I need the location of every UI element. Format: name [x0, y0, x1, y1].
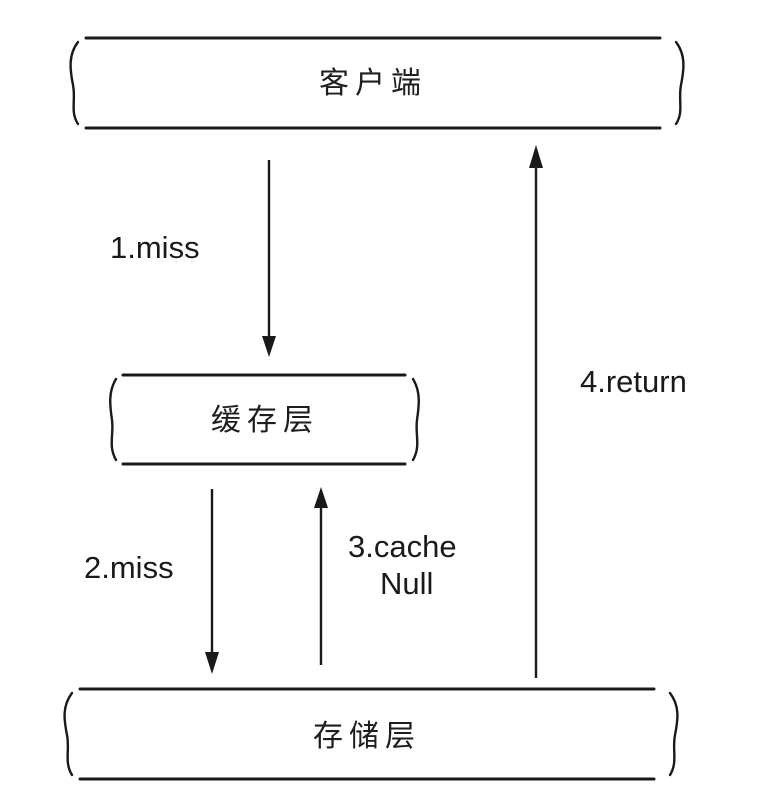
cache-layer-label: 缓存层 [211, 403, 319, 438]
client-layer-box: 客户端 [69, 36, 685, 130]
cache-layer-box: 缓存层 [109, 373, 420, 466]
storage-left-brace [63, 691, 74, 777]
cache-left-brace [109, 377, 118, 462]
client-right-brace [674, 40, 685, 126]
arrow-step3-up [314, 487, 328, 665]
storage-layer-box: 存储层 [63, 687, 679, 781]
step2-label: 2.miss [84, 550, 174, 585]
client-left-brace [69, 40, 80, 126]
storage-right-brace [668, 691, 679, 777]
client-layer-label: 客户端 [319, 66, 427, 101]
storage-layer-label: 存储层 [313, 719, 421, 754]
cache-right-brace [411, 377, 420, 462]
arrow-step1-down [262, 160, 276, 357]
step1-label: 1.miss [110, 230, 200, 265]
arrow-step4-up [529, 145, 543, 678]
arrow-step2-down [205, 489, 219, 674]
step3-label-line2: Null [380, 566, 433, 601]
step3-label-line1: 3.cache [348, 529, 457, 564]
step4-label: 4.return [580, 364, 687, 399]
